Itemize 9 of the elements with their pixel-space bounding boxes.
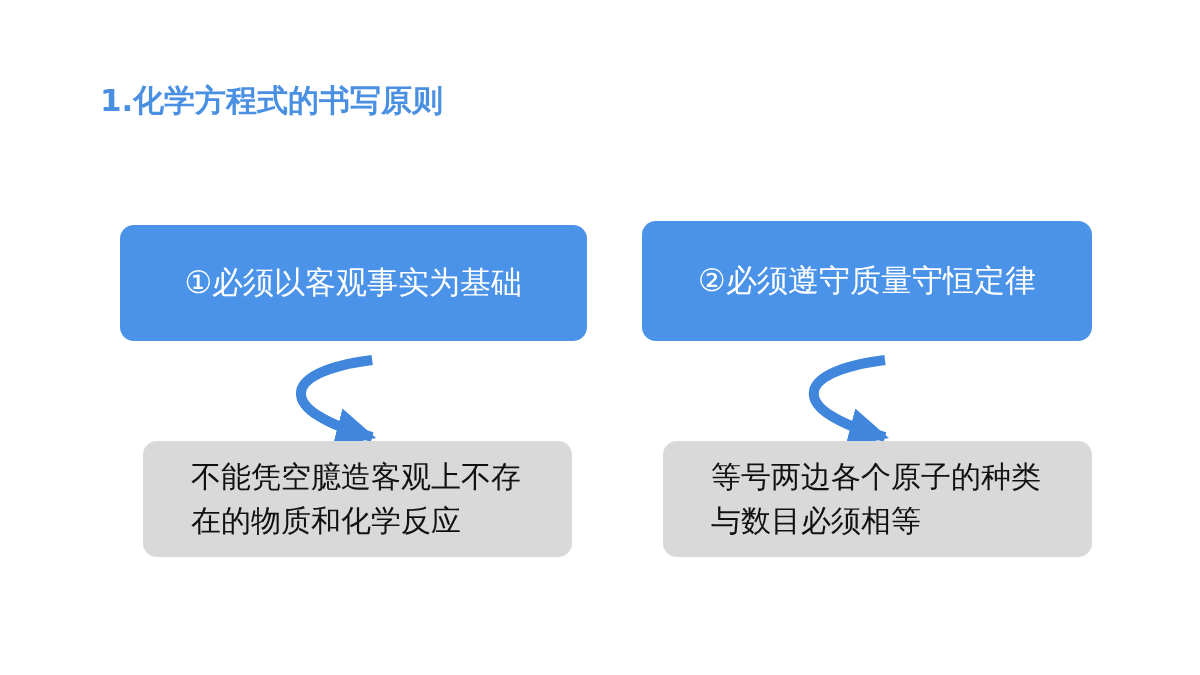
explanation-box: [663, 441, 1092, 557]
principle-box: [120, 225, 587, 341]
box-text: 等号两边各个原子的种类与数目必须相等: [711, 458, 1042, 540]
box-text: ①必须以客观事实为基础: [184, 263, 523, 302]
box-text: 不能凭空臆造客观上不存在的物质和化学反应: [191, 458, 522, 540]
box-text: ②必须遵守质量守恒定律: [698, 261, 1036, 300]
explanation-box: [143, 441, 572, 557]
title: 1.化学方程式的书写原则: [100, 81, 444, 120]
principle-box: [642, 221, 1092, 341]
